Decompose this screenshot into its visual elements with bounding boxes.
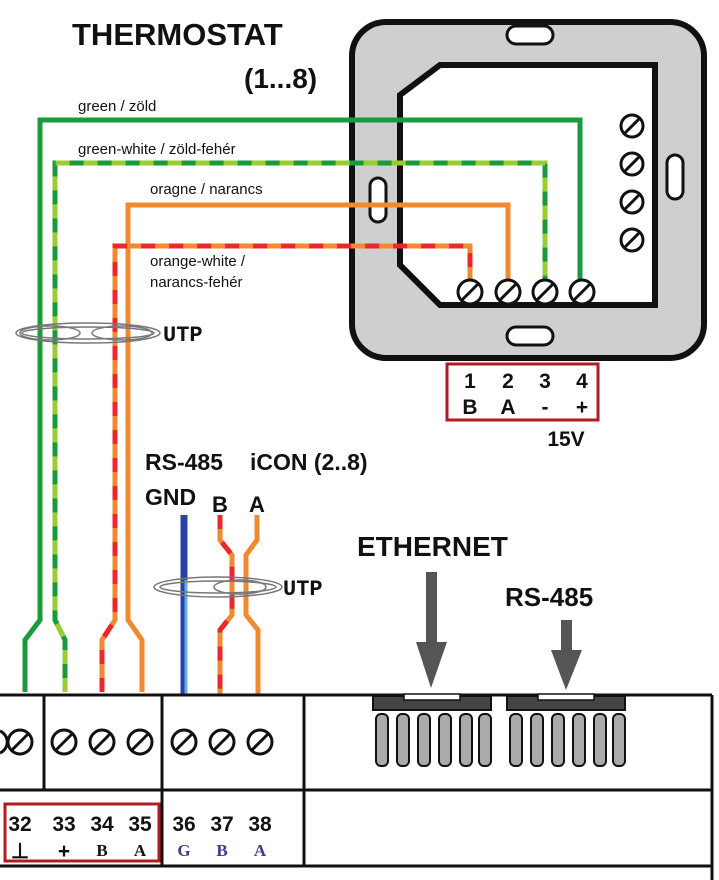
screw-icon	[246, 728, 274, 756]
terminal-number: 38	[248, 813, 272, 836]
screw-icon	[50, 728, 78, 756]
terminal-signal: +	[58, 840, 70, 863]
terminal-signal: A	[134, 841, 147, 860]
wire-green-white	[52, 160, 548, 692]
utp-label-lower: UTP	[283, 577, 323, 602]
terminal-signal: B	[462, 396, 477, 419]
wire-rs485-a	[243, 515, 261, 695]
terminal-number: 37	[210, 813, 233, 836]
terminal-number: 36	[172, 813, 195, 836]
wire-label-green-white: green-white / zöld-fehér	[78, 141, 236, 158]
terminal-signal: A	[500, 396, 515, 419]
utp-label-upper: UTP	[163, 323, 203, 348]
mount-slot-left	[368, 176, 388, 224]
thermostat-terminal-labels: 1 2 3 4 B A - +	[462, 370, 588, 419]
terminal-number: 3	[539, 370, 551, 393]
rs485-port-label: RS-485	[505, 582, 593, 612]
screw-icon	[456, 278, 484, 306]
screw-icon	[88, 728, 116, 756]
terminal-signal: A	[254, 841, 267, 860]
wire-orange	[125, 202, 511, 692]
rs485-bus-label: RS-485	[145, 449, 223, 475]
controller-terminal-labels: 32 33 34 35 36 37 38 ⊥ + B A G B A	[8, 813, 272, 863]
terminal-signal: +	[576, 396, 588, 419]
wire-green	[22, 117, 583, 692]
thermostat-terminal-screws	[456, 278, 596, 306]
bus-a-label: A	[249, 492, 265, 517]
thermostat-voltage: 15V	[547, 428, 584, 451]
terminal-number: 34	[90, 813, 114, 836]
screw-icon	[619, 113, 645, 139]
thermostat-title: THERMOSTAT	[72, 17, 283, 52]
terminal-signal: B	[216, 841, 227, 860]
wire-label-orange: oragne / narancs	[150, 181, 263, 198]
terminal-signal: G	[177, 841, 190, 860]
terminal-signal: -	[542, 396, 549, 419]
utp-bundle-upper-icon	[15, 322, 161, 344]
screw-icon	[619, 227, 645, 253]
icon-devices-label: iCON (2..8)	[250, 449, 368, 475]
mount-slot-bottom	[505, 325, 555, 347]
terminal-number: 2	[502, 370, 514, 393]
ethernet-socket-icon	[372, 693, 492, 767]
wire-label-green: green / zöld	[78, 98, 156, 115]
terminal-number: 33	[52, 813, 75, 836]
screw-icon	[6, 728, 34, 756]
thermostat-housing	[349, 19, 707, 361]
screw-partial-icon	[0, 729, 9, 755]
gnd-label: GND	[145, 484, 196, 510]
screw-icon	[619, 151, 645, 177]
bus-b-label: B	[212, 492, 228, 517]
utp-bundle-lower-icon	[153, 576, 283, 598]
ethernet-arrow-icon	[416, 572, 447, 688]
thermostat-range: (1...8)	[244, 63, 317, 94]
mount-slot-top	[505, 24, 555, 46]
terminal-signal: ⊥	[11, 840, 29, 863]
screw-icon	[126, 728, 154, 756]
controller-terminal-highlight	[3, 802, 161, 863]
rs485-arrow-icon	[551, 620, 582, 690]
screw-icon	[208, 728, 236, 756]
ethernet-label: ETHERNET	[357, 531, 508, 562]
screw-icon	[619, 189, 645, 215]
terminal-number: 35	[128, 813, 152, 836]
screw-icon	[170, 728, 198, 756]
wire-label-orange-white-2: narancs-fehér	[150, 274, 243, 291]
thermostat-terminal-highlight	[445, 362, 600, 422]
terminal-number: 4	[576, 370, 588, 393]
controller-screws	[6, 728, 274, 756]
wire-rs485-b	[217, 515, 235, 695]
mount-slot-right	[665, 153, 685, 201]
terminal-number: 32	[8, 813, 31, 836]
terminal-number: 1	[464, 370, 476, 393]
terminal-signal: B	[96, 841, 107, 860]
wire-orange-white	[99, 243, 473, 692]
screw-icon	[531, 278, 559, 306]
wire-gnd	[180, 515, 188, 695]
wire-label-orange-white-1: orange-white /	[150, 253, 246, 270]
thermostat-side-screws	[619, 113, 645, 253]
screw-icon	[568, 278, 596, 306]
controller-housing	[0, 693, 714, 880]
screw-icon	[494, 278, 522, 306]
rs485-socket-icon	[506, 693, 626, 767]
